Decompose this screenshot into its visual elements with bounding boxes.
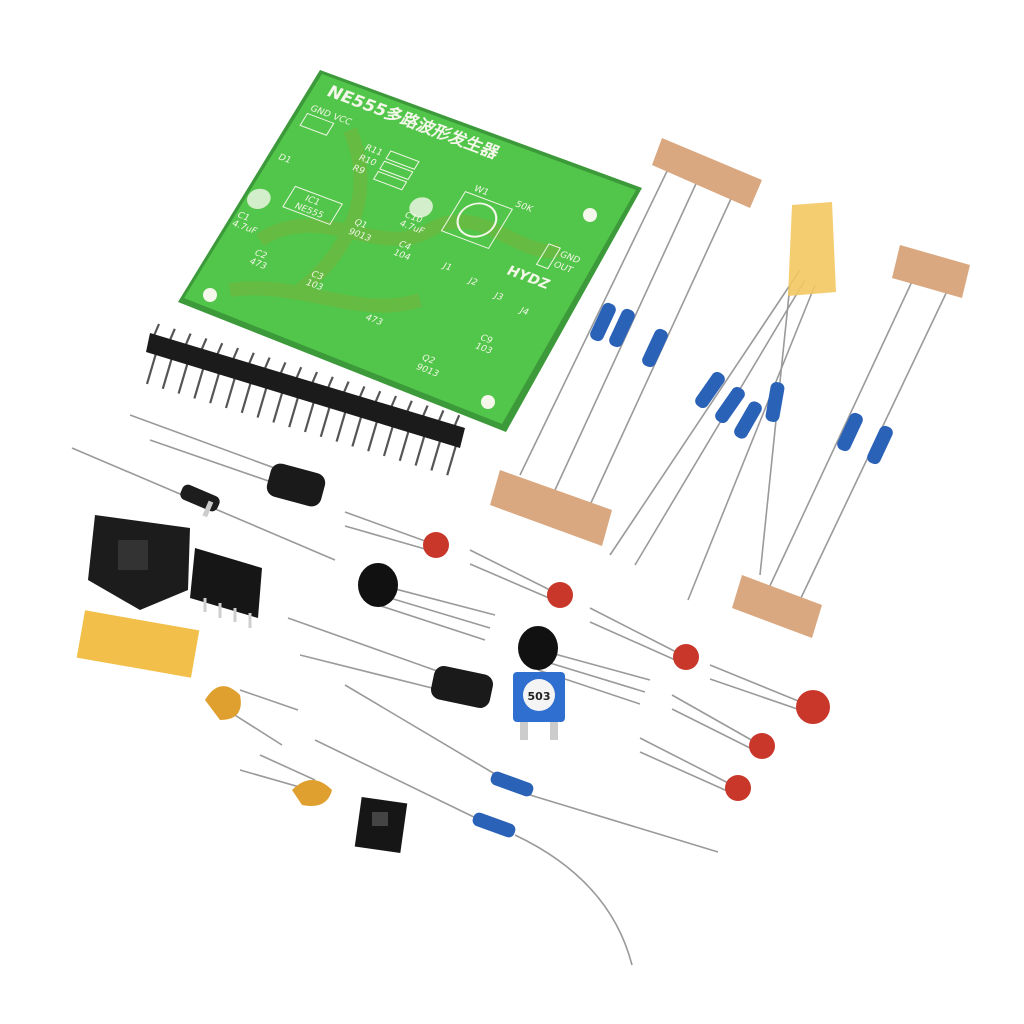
ic-socket bbox=[88, 515, 190, 610]
capacitor-lead bbox=[589, 607, 687, 658]
ceramic-capacitor bbox=[423, 532, 449, 558]
header-pin bbox=[398, 426, 411, 462]
ceramic-capacitor bbox=[725, 775, 751, 801]
pcb-label: J3 bbox=[491, 291, 505, 303]
capacitor-lead bbox=[344, 525, 433, 552]
resistor bbox=[867, 425, 893, 465]
pcb-label: Q1 bbox=[352, 218, 369, 231]
pcb-surface bbox=[184, 74, 636, 424]
header-pin bbox=[288, 392, 301, 428]
tape bbox=[788, 202, 836, 296]
capacitor-lead bbox=[589, 621, 683, 664]
pot-marking: 503 bbox=[528, 690, 551, 703]
loose-resistor-1 bbox=[344, 684, 719, 853]
resistor bbox=[715, 386, 745, 424]
pin-header-body bbox=[146, 333, 465, 448]
header-pin bbox=[161, 354, 174, 390]
tape bbox=[652, 138, 762, 208]
resistor bbox=[642, 328, 668, 368]
resistor bbox=[765, 382, 785, 422]
header-pin bbox=[382, 421, 396, 457]
header-pin bbox=[351, 412, 364, 447]
header-pin bbox=[256, 383, 269, 418]
pcb-label: J2 bbox=[465, 276, 479, 288]
header-pin bbox=[209, 368, 222, 404]
capacitor-lead bbox=[709, 664, 814, 708]
capacitor-lead bbox=[639, 737, 739, 789]
pot-footprint bbox=[440, 190, 514, 250]
yellow-tape bbox=[76, 610, 200, 678]
capacitor-lead bbox=[639, 751, 735, 795]
film-capacitor-2 bbox=[239, 754, 332, 806]
capacitor-lead bbox=[469, 549, 561, 596]
pcb-label: J4 bbox=[516, 306, 530, 318]
ceramic-capacitor bbox=[547, 582, 573, 608]
resistor bbox=[734, 401, 762, 439]
ic-footprint bbox=[282, 185, 344, 226]
ceramic-capacitor bbox=[673, 644, 699, 670]
resistor bbox=[609, 308, 635, 348]
header-pin bbox=[446, 440, 459, 476]
ne555-chip bbox=[190, 548, 262, 628]
pcb-label: C1 bbox=[235, 211, 251, 224]
header-pin bbox=[430, 436, 443, 471]
resistor-strip-2 bbox=[609, 202, 836, 601]
capacitor-lead bbox=[671, 694, 763, 747]
mount-hole bbox=[203, 288, 217, 302]
resistor bbox=[695, 371, 725, 409]
loose-resistor-2 bbox=[314, 739, 633, 966]
header-pin bbox=[240, 378, 253, 414]
mount-hole bbox=[481, 395, 495, 409]
header-pin bbox=[145, 349, 159, 385]
capacitor-lead bbox=[469, 563, 557, 602]
ceramic-capacitor bbox=[796, 690, 830, 724]
electrolytic-capacitor-2 bbox=[287, 617, 494, 709]
jumper-cap bbox=[354, 797, 408, 853]
capacitor-lead bbox=[671, 708, 759, 753]
power-pads bbox=[299, 112, 335, 136]
capacitor-lead bbox=[344, 511, 437, 546]
header-pin bbox=[303, 397, 317, 433]
pcb-label: IC1 bbox=[303, 194, 322, 208]
capacitor-lead bbox=[709, 678, 810, 714]
electrolytic-capacitor-1 bbox=[129, 414, 326, 507]
header-pin bbox=[367, 416, 380, 452]
pcb-board: NE555多路波形发生器 GND VCC R11 R10 R9 W1 50K G… bbox=[178, 70, 642, 432]
pcb-traces bbox=[229, 127, 562, 313]
tape bbox=[892, 245, 970, 298]
header-pin bbox=[224, 373, 238, 409]
diode bbox=[71, 447, 336, 561]
header-pin bbox=[319, 402, 332, 438]
pcb-label: D1 bbox=[276, 153, 293, 166]
potentiometer: 503 bbox=[513, 672, 565, 740]
header-pin bbox=[193, 364, 206, 399]
pcb-label: C9 bbox=[478, 333, 495, 346]
header-pin bbox=[335, 407, 348, 442]
resistor bbox=[590, 302, 616, 342]
pcb-label: R9 bbox=[350, 164, 367, 177]
mount-hole bbox=[583, 208, 597, 222]
resistor bbox=[837, 412, 863, 452]
pcb-label: Q2 bbox=[419, 353, 436, 366]
tape bbox=[732, 575, 822, 638]
pin-header bbox=[145, 323, 465, 476]
transistor-1 bbox=[358, 563, 496, 641]
header-pin bbox=[414, 431, 427, 466]
pcb-label: C3 bbox=[309, 270, 325, 283]
header-pin bbox=[177, 359, 190, 394]
pcb-label: J1 bbox=[440, 261, 454, 273]
pcb-label: W1 bbox=[472, 184, 491, 198]
tape bbox=[490, 470, 612, 546]
header-pin bbox=[272, 388, 285, 423]
pcb-label: C4 bbox=[396, 240, 413, 253]
film-capacitor-1 bbox=[205, 686, 299, 746]
ceramic-capacitor bbox=[749, 733, 775, 759]
pcb-label: C2 bbox=[252, 249, 268, 262]
